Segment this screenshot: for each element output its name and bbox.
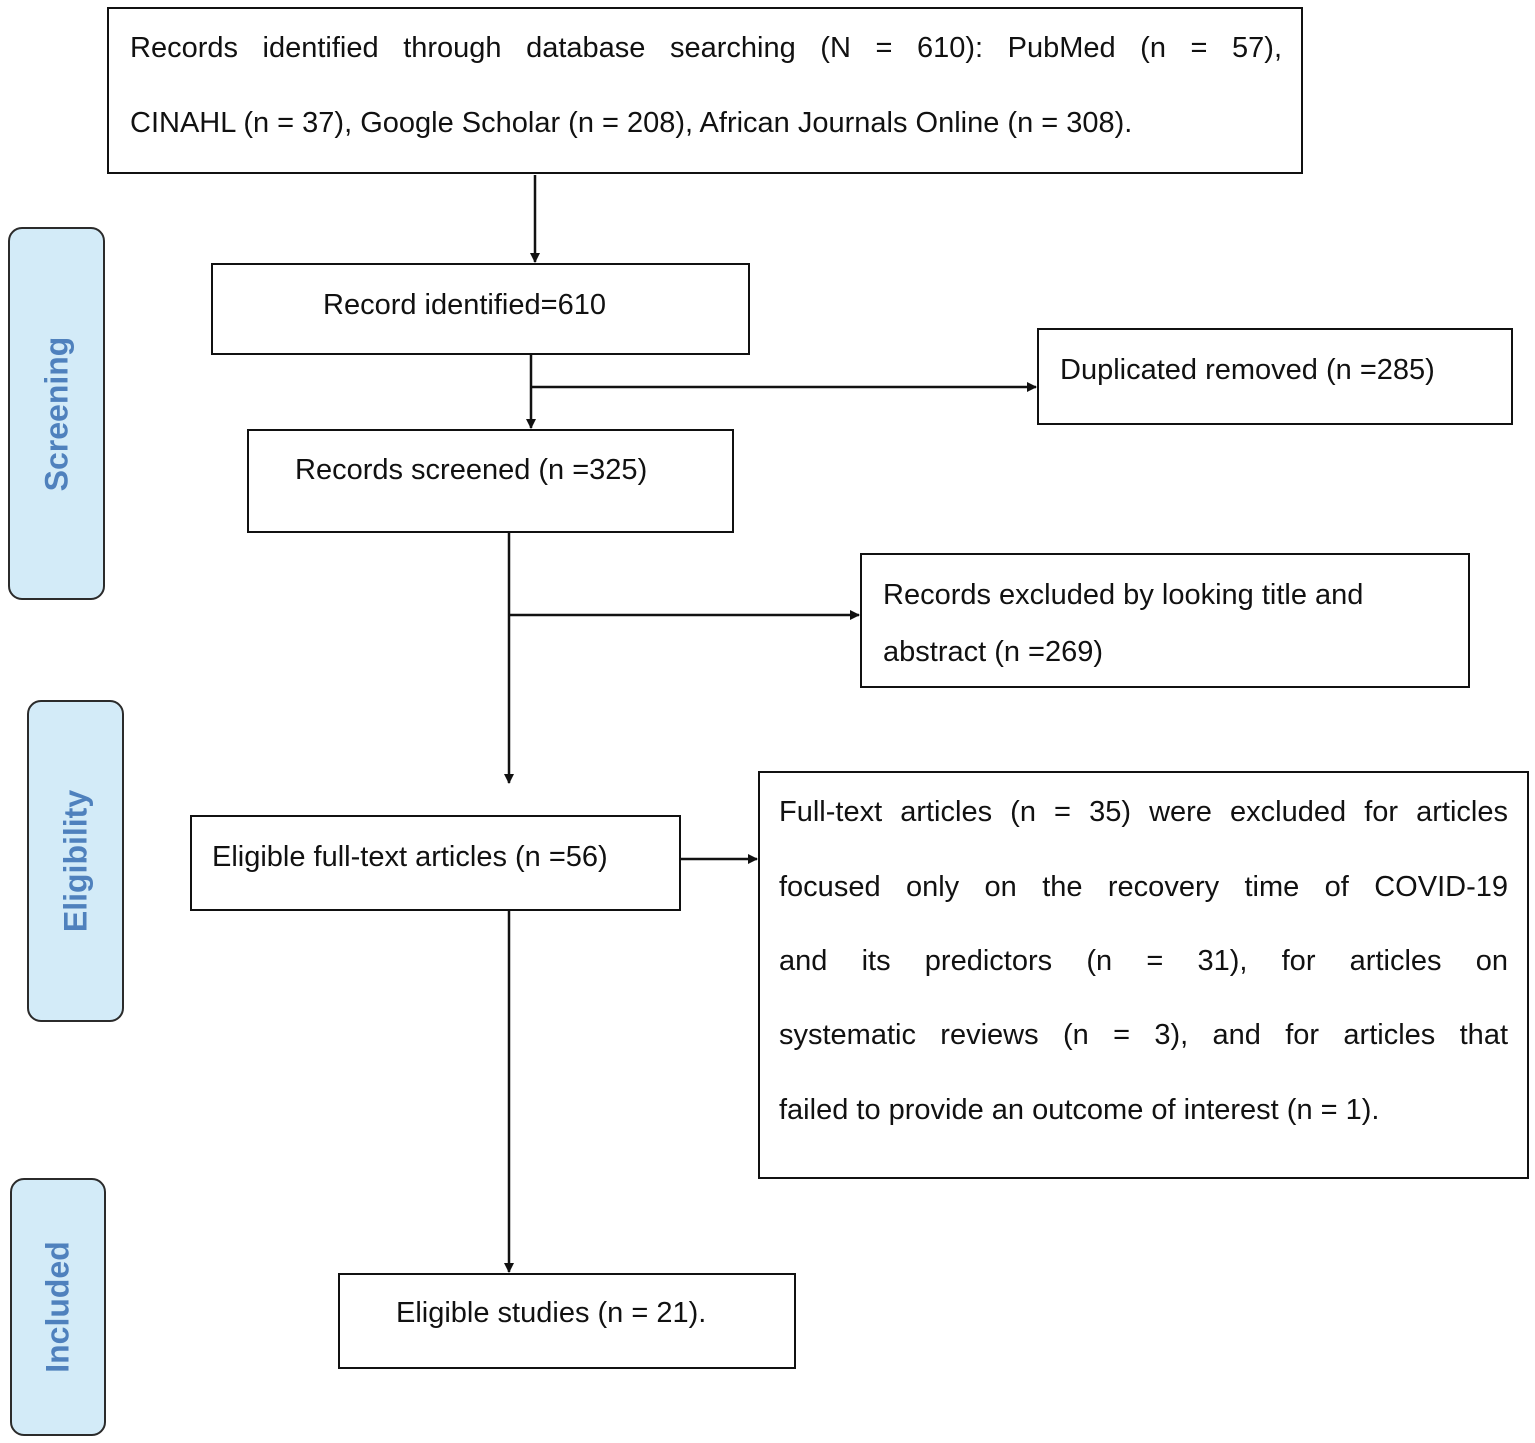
identification-box: Records identified through database sear… xyxy=(107,7,1303,174)
stage-eligibility: Eligibility xyxy=(27,700,124,1022)
duplicates-removed-box: Duplicated removed (n =285) xyxy=(1037,328,1513,425)
record-identified-text: Record identified=610 xyxy=(323,289,606,321)
records-excluded-box: Records excluded by looking title and ab… xyxy=(860,553,1470,688)
record-identified-box: Record identified=610 xyxy=(211,263,750,355)
fulltext-excluded-text-line-2: focused only on the recovery time of COV… xyxy=(779,871,1508,903)
records-screened-box: Records screened (n =325) xyxy=(247,429,734,533)
eligible-studies-text: Eligible studies (n = 21). xyxy=(396,1297,707,1329)
fulltext-excluded-box: Full-text articles (n = 35) were exclude… xyxy=(758,771,1529,1179)
eligible-fulltext-box: Eligible full-text articles (n =56) xyxy=(190,815,681,911)
eligible-studies-box: Eligible studies (n = 21). xyxy=(338,1273,796,1369)
duplicates-removed-text: Duplicated removed (n =285) xyxy=(1060,354,1435,386)
stage-screening: Screening xyxy=(8,227,105,600)
fulltext-excluded-text-line-3: and its predictors (n = 31), for article… xyxy=(779,945,1508,977)
identification-text-line-2: CINAHL (n = 37), Google Scholar (n = 208… xyxy=(130,107,1133,139)
records-screened-text: Records screened (n =325) xyxy=(295,454,648,486)
fulltext-excluded-text-line-1: Full-text articles (n = 35) were exclude… xyxy=(779,796,1508,828)
records-excluded-text-line-1: Records excluded by looking title and xyxy=(883,579,1364,611)
records-excluded-text-line-2: abstract (n =269) xyxy=(883,636,1104,668)
fulltext-excluded-text-line-5: failed to provide an outcome of interest… xyxy=(779,1094,1380,1126)
identification-text-line-1: Records identified through database sear… xyxy=(130,32,1282,64)
stage-screening-label: Screening xyxy=(38,336,74,491)
eligible-fulltext-text: Eligible full-text articles (n =56) xyxy=(212,841,608,873)
fulltext-excluded-text-line-4: systematic reviews (n = 3), and for arti… xyxy=(779,1019,1508,1051)
stage-included: Included xyxy=(10,1178,106,1436)
stage-eligibility-label: Eligibility xyxy=(57,789,93,933)
stage-included-label: Included xyxy=(39,1241,76,1373)
